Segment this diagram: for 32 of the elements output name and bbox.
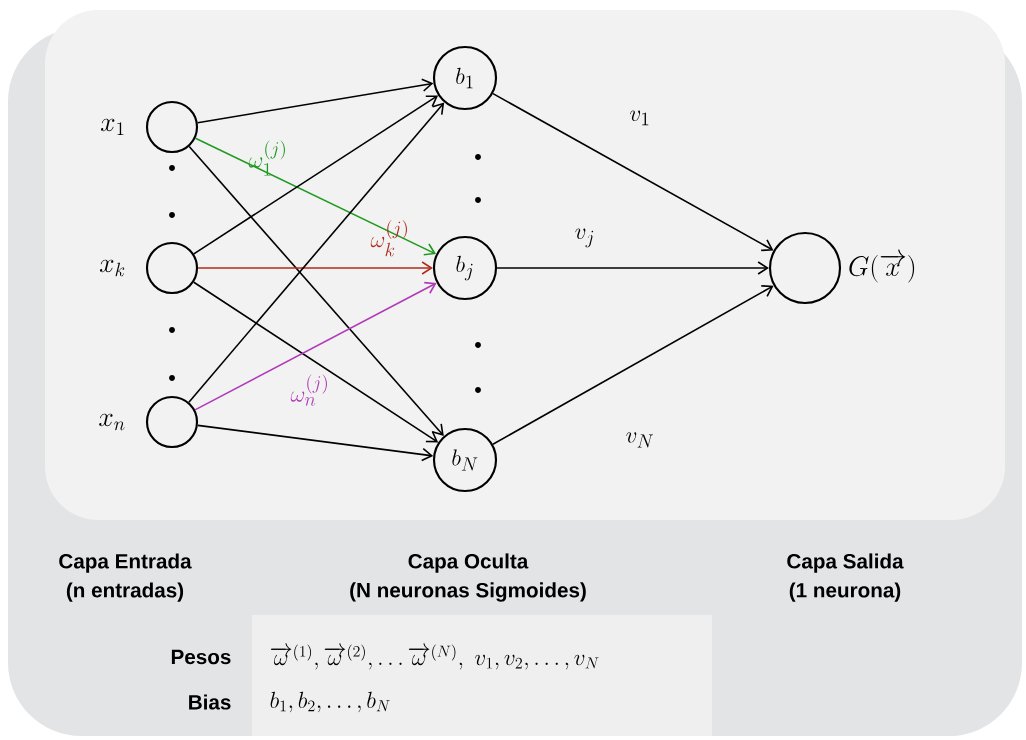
layer-title: Capa Oculta [408, 553, 529, 573]
edge-label: $\omega_k^{(j)}$ [370, 219, 407, 257]
row-label: Bias [189, 694, 231, 710]
arrow [194, 281, 437, 411]
node-label: $G(\overrightarrow{x})$ [849, 249, 915, 283]
row-label: Pesos [171, 649, 231, 665]
arrow [194, 137, 437, 256]
edge-label: $v_j$ [575, 228, 594, 248]
arrow [496, 261, 769, 275]
arrow [492, 92, 774, 252]
edge-label: $\omega_1^{(j)}$ [248, 140, 285, 176]
arrow [492, 285, 774, 446]
formula: $\overrightarrow{\omega}^{(1)}, \overrightarrow{\omega}^{(2)}, \ldots \overrightarrow{\omega}^{(N)},\ v_1, v_2, \ldots, v_N$ [270, 643, 599, 670]
arrow [193, 281, 439, 443]
arrow [196, 78, 434, 124]
layer-subtitle: (1 neurona) [789, 582, 901, 602]
edge-label: $v_1$ [630, 110, 649, 126]
arrow [193, 95, 439, 255]
layer-subtitle: (n entradas) [66, 582, 184, 602]
node-label: $x_1$ [101, 118, 124, 136]
formula: $b_1, b_2, \ldots, b_N$ [270, 691, 390, 713]
arrow [188, 145, 444, 436]
layer-title: Capa Entrada [59, 553, 192, 573]
arrow [197, 261, 433, 275]
arrow [197, 424, 434, 462]
edge-label: $v_N$ [626, 432, 654, 448]
layer-subtitle: (N neuronas Sigmoides) [350, 582, 586, 602]
layer-title: Capa Salida [787, 553, 904, 573]
node-label: $x_k$ [99, 259, 125, 277]
node-label: $x_n$ [99, 413, 125, 431]
edge-label: $\omega_n^{(j)}$ [290, 374, 327, 406]
arrow [188, 102, 445, 403]
